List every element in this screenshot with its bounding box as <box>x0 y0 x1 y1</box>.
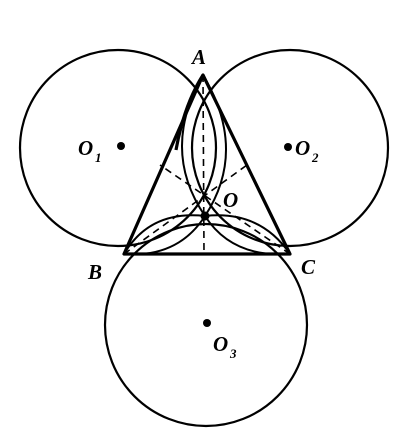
center-point-o <box>200 211 210 221</box>
lens-arc-bo-lower <box>123 215 206 256</box>
label-o2: O <box>295 136 310 160</box>
label-a: A <box>190 45 206 69</box>
label-o3-subscript: 3 <box>229 346 237 361</box>
center-point-o1 <box>117 142 125 150</box>
label-o2-subscript: 2 <box>311 150 319 165</box>
dashed-line-b-o <box>123 164 248 255</box>
center-point-o2 <box>284 143 292 151</box>
label-o1: O <box>78 136 93 160</box>
dashed-line-a-o <box>202 74 205 255</box>
center-point-o3 <box>203 319 211 327</box>
circle-o1 <box>18 48 218 248</box>
label-o3: O <box>213 332 228 356</box>
circle-o2 <box>190 48 390 248</box>
lens-arc-ao-right <box>202 74 227 217</box>
circle-o3 <box>103 222 309 428</box>
highlight-arc-a <box>174 74 205 151</box>
lens-arc-co-lower <box>204 215 291 256</box>
lens-arc-bo-upper <box>123 214 206 255</box>
label-o: O <box>223 188 238 212</box>
label-c: C <box>301 255 316 279</box>
label-b: B <box>87 260 102 284</box>
dashed-line-c-o <box>159 164 291 255</box>
triangle-abc <box>122 73 292 256</box>
label-o1-subscript: 1 <box>95 150 102 165</box>
lens-arc-co-upper <box>204 214 291 255</box>
